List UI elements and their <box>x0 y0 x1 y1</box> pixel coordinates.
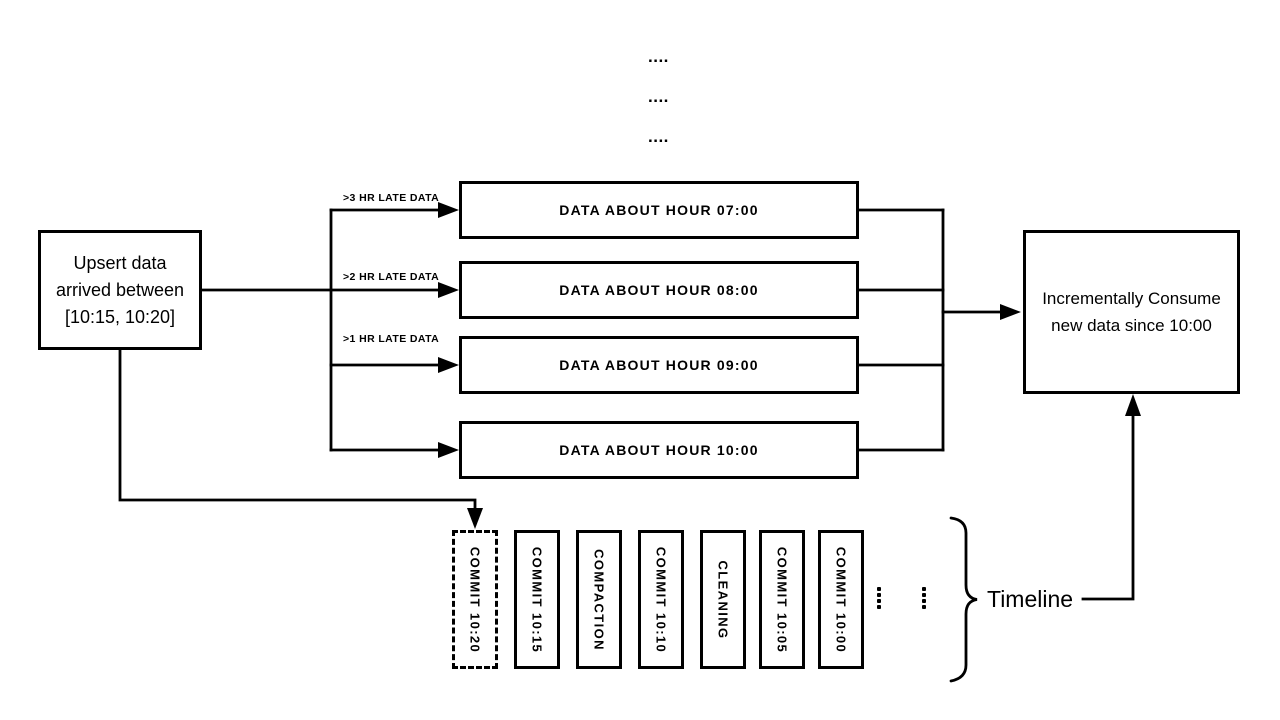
timeline-entry-6: COMMIT 10:00 <box>818 530 864 669</box>
arrowhead-late2 <box>438 282 459 298</box>
hour-box-label: DATA ABOUT HOUR 10:00 <box>559 442 759 458</box>
hour-box-0800: DATA ABOUT HOUR 08:00 <box>459 261 859 319</box>
arrowhead-commit-down <box>467 508 483 529</box>
late-data-label-1hr: >1 HR LATE DATA <box>343 333 440 345</box>
timeline-entry-label: COMMIT 10:10 <box>653 546 669 653</box>
timeline-entry-label: COMMIT 10:05 <box>774 546 790 653</box>
continuation-dots-row: .... <box>648 127 669 146</box>
hour-box-1000: DATA ABOUT HOUR 10:00 <box>459 421 859 479</box>
consumer-line: Incrementally Consume <box>1042 289 1221 308</box>
timeline-entry-label: CLEANING <box>715 559 731 640</box>
timeline-brace-icon <box>949 516 978 683</box>
late-data-label-3hr: >3 HR LATE DATA <box>343 192 440 204</box>
arrowhead-late1 <box>438 357 459 373</box>
continuation-dots-row: .... <box>648 47 669 66</box>
upsert-source-line: [10:15, 10:20] <box>64 306 176 327</box>
hour-box-0700: DATA ABOUT HOUR 07:00 <box>459 181 859 239</box>
continuation-dots-row: .... <box>648 87 669 106</box>
arrowhead-late3 <box>438 202 459 218</box>
timeline-entry-label: COMPACTION <box>591 548 607 651</box>
timeline-entry-4: CLEANING <box>700 530 746 669</box>
timeline-entry-3: COMMIT 10:10 <box>638 530 684 669</box>
hour-box-label: DATA ABOUT HOUR 08:00 <box>559 282 759 298</box>
timeline-entry-label: COMMIT 10:15 <box>529 546 545 653</box>
hour-box-label: DATA ABOUT HOUR 07:00 <box>559 202 759 218</box>
wire-source-to-commit <box>118 348 477 512</box>
hour-box-label: DATA ABOUT HOUR 09:00 <box>559 357 759 373</box>
arrowhead-current <box>438 442 459 458</box>
upsert-source-box: Upsert data arrived between [10:15, 10:2… <box>38 230 202 350</box>
timeline-entry-2: COMPACTION <box>576 530 622 669</box>
timeline-entry-label: COMMIT 10:20 <box>467 546 483 653</box>
timeline-entry-1: COMMIT 10:15 <box>514 530 560 669</box>
arrowhead-timeline-up <box>1125 394 1141 416</box>
incremental-consumer-box: Incrementally Consume new data since 10:… <box>1023 230 1240 394</box>
upsert-source-line: Upsert data <box>73 252 167 273</box>
timeline-entry-label: COMMIT 10:00 <box>833 546 849 653</box>
timeline-entry-5: COMMIT 10:05 <box>759 530 805 669</box>
hour-box-0900: DATA ABOUT HOUR 09:00 <box>459 336 859 394</box>
consumer-line: new data since 10:00 <box>1051 316 1212 335</box>
ellipsis-vertical-icon <box>922 587 926 609</box>
ellipsis-vertical-icon <box>877 587 881 609</box>
timeline-label: Timeline <box>987 586 1074 612</box>
upsert-source-line: arrived between <box>55 279 185 300</box>
late-data-label-2hr: >2 HR LATE DATA <box>343 271 440 283</box>
arrowhead-consumer <box>1000 304 1021 320</box>
wire-timeline-to-consumer <box>1081 413 1135 601</box>
timeline-entry-0: COMMIT 10:20 <box>452 530 498 669</box>
